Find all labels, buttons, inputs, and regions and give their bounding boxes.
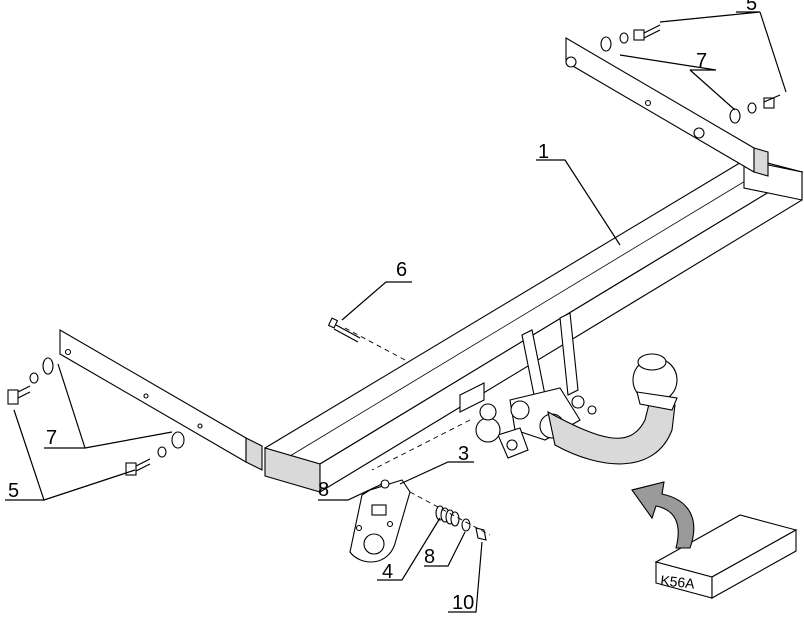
leader-lines [5,11,787,613]
callout-6: 6 [396,259,407,281]
callout-3: 3 [458,443,469,465]
ball-mount-assembly [459,312,678,465]
callout-5-left: 5 [8,480,19,502]
curved-arrow-icon [631,481,695,549]
callout-5-top: 5 [746,0,757,15]
kit-box-label: K56A [660,572,696,592]
callout-4: 4 [382,561,393,583]
callout-7-top: 7 [696,50,707,72]
kit-box: K56A [654,514,798,599]
right-side-bracket [565,37,769,177]
right-top-fasteners [600,24,781,124]
callout-7-left: 7 [46,427,57,449]
callout-8-left: 8 [318,479,329,501]
callout-10: 10 [452,592,474,614]
crossbar-beam [263,157,804,493]
callout-8-right: 8 [424,546,435,568]
long-bolt-6 [327,317,361,343]
socket-plate [349,479,411,563]
left-fasteners [7,357,185,476]
spring-washer-nut-set [380,479,487,541]
left-side-bracket [59,329,263,471]
callout-1: 1 [538,141,549,163]
